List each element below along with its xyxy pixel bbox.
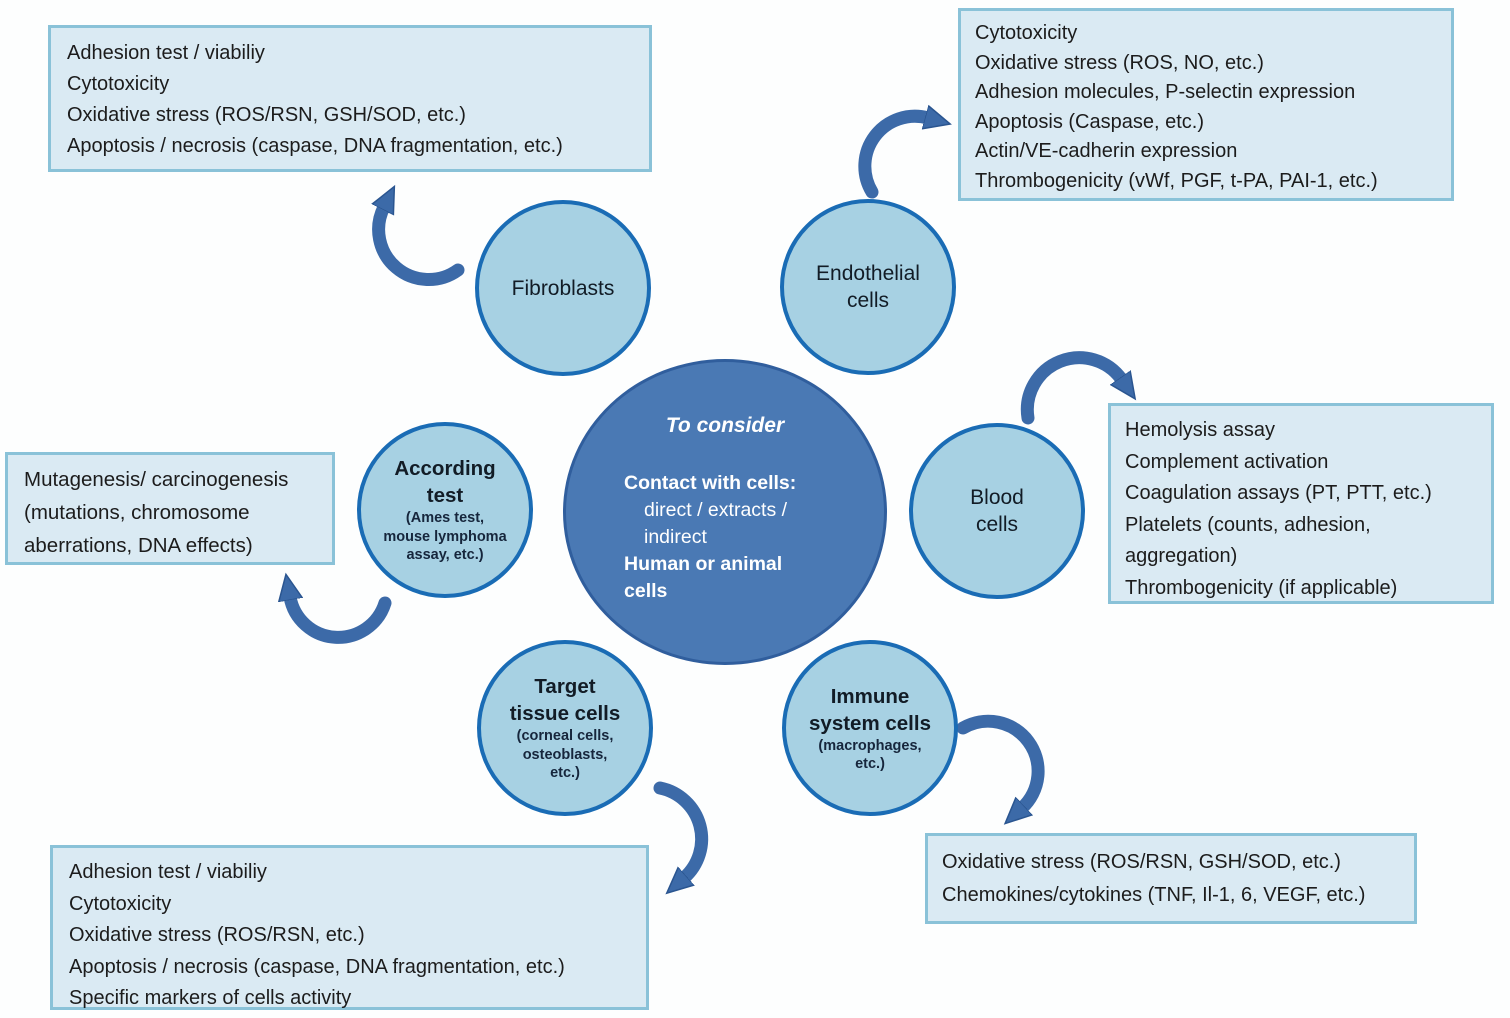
node-label: Immune: [830, 684, 910, 708]
assay-line: Mutagenesis/ carcinogenesis: [24, 468, 289, 491]
assay-line: Oxidative stress (ROS, NO, etc.): [975, 51, 1264, 74]
assay-line: Platelets (counts, adhesion,: [1125, 513, 1371, 536]
node-fibroblasts: Fibroblasts: [475, 200, 651, 376]
node-target-tissue-cells: Target tissue cells (corneal cells, oste…: [477, 640, 653, 816]
assay-line: Adhesion test / viabiliy: [69, 861, 267, 883]
assay-line: Coagulation assays (PT, PTT, etc.): [1125, 482, 1432, 504]
node-sublabel: etc.): [550, 765, 580, 782]
assay-line: Cytotoxicity: [67, 73, 170, 95]
assay-line: Specific markers of cells activity: [69, 987, 352, 1009]
assay-box-immune: Oxidative stress (ROS/RSN, GSH/SOD, etc.…: [925, 833, 1417, 924]
node-sublabel: etc.): [855, 756, 885, 772]
assay-line: Actin/VE-cadherin expression: [975, 140, 1238, 162]
assay-box-mutagenesis: Mutagenesis/ carcinogenesis (mutations, …: [5, 452, 335, 565]
node-immune-system-cells: Immune system cells (macrophages, etc.): [782, 640, 958, 816]
assay-line: Oxidative stress (ROS/RSN, etc.): [69, 924, 365, 946]
center-line: Human or animal: [624, 553, 783, 575]
node-sublabel: assay, etc.): [406, 547, 484, 564]
node-label: system cells: [809, 711, 931, 735]
assay-line: aggregation): [1125, 545, 1238, 567]
node-according-test: According test (Ames test, mouse lymphom…: [357, 422, 533, 598]
assay-line: Apoptosis (Caspase, etc.): [975, 110, 1204, 133]
assay-box-blood: Hemolysis assay Complement activation Co…: [1108, 403, 1494, 604]
arrow-endothelial: [858, 116, 928, 199]
node-label: Target: [534, 675, 596, 699]
node-label: test: [426, 484, 464, 508]
assay-line: Cytotoxicity: [69, 892, 172, 915]
node-label: cells: [846, 289, 889, 312]
node-sublabel: (Ames test,: [405, 510, 485, 527]
node-sublabel: (corneal cells,: [516, 728, 614, 745]
center-title: To consider: [665, 414, 785, 437]
node-sublabel: mouse lymphoma: [383, 528, 507, 545]
assay-line: aberrations, DNA effects): [24, 534, 253, 557]
center-text-block: Contact with cells: direct / extracts / …: [624, 470, 864, 605]
assay-line: Oxidative stress (ROS/RSN, GSH/SOD, etc.…: [67, 104, 466, 126]
assay-line: Thrombogenicity (vWf, PGF, t-PA, PAI-1, …: [975, 169, 1378, 192]
assay-box-endothelial: Cytotoxicity Oxidative stress (ROS, NO, …: [958, 8, 1454, 201]
assay-line: Adhesion test / viabiliy: [67, 42, 265, 64]
arrow-fibroblasts: [379, 207, 465, 286]
node-label: Fibroblasts: [511, 276, 615, 300]
center-line: indirect: [644, 526, 707, 548]
node-endothelial-cells: Endothelial cells: [780, 199, 956, 375]
node-label: Blood: [970, 486, 1024, 509]
assay-box-fibroblasts: Adhesion test / viabiliy Cytotoxicity Ox…: [48, 25, 652, 172]
assay-line: Apoptosis / necrosis (caspase, DNA fragm…: [69, 955, 565, 978]
assay-line: Hemolysis assay: [1125, 419, 1276, 441]
center-line: direct / extracts /: [644, 499, 788, 521]
arrow-target: [653, 781, 709, 878]
node-label: According: [394, 457, 496, 481]
assay-line: Adhesion molecules, P-selectin expressio…: [975, 81, 1356, 103]
node-sublabel: (macrophages,: [818, 737, 922, 754]
center-line: Contact with cells:: [624, 472, 797, 494]
node-label: tissue cells: [509, 702, 621, 726]
assay-box-target-tissue: Adhesion test / viabiliy Cytotoxicity Ox…: [50, 845, 649, 1010]
node-blood-cells: Blood cells: [909, 423, 1085, 599]
assay-line: Oxidative stress (ROS/RSN, GSH/SOD, etc.…: [942, 851, 1341, 873]
node-to-consider: To consider Contact with cells: direct /…: [563, 359, 887, 665]
assay-line: Thrombogenicity (if applicable): [1125, 576, 1398, 599]
assay-line: Chemokines/cytokines (TNF, Il-1, 6, VEGF…: [942, 884, 1366, 906]
assay-line: (mutations, chromosome: [24, 501, 250, 524]
node-label: cells: [975, 513, 1018, 536]
node-sublabel: osteoblasts,: [522, 746, 608, 763]
assay-line: Complement activation: [1125, 450, 1329, 473]
arrow-immune: [956, 714, 1045, 808]
assay-line: Cytotoxicity: [975, 22, 1078, 44]
arrow-according: [290, 597, 392, 644]
center-line: cells: [624, 580, 668, 602]
assay-line: Apoptosis / necrosis (caspase, DNA fragm…: [67, 135, 563, 157]
node-label: Endothelial: [816, 262, 920, 285]
